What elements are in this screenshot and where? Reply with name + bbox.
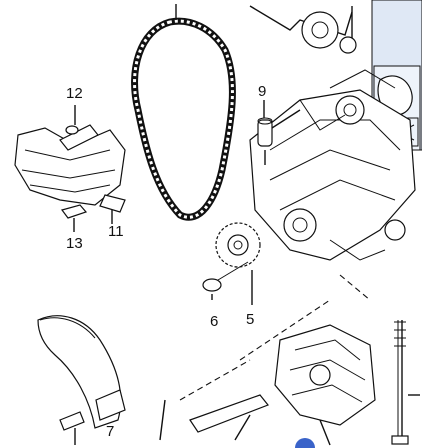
label-11: 11 bbox=[108, 223, 124, 240]
label-12: 12 bbox=[66, 85, 83, 102]
label-6: 6 bbox=[210, 313, 218, 330]
label-9: 9 bbox=[258, 83, 266, 100]
label-13: 13 bbox=[66, 235, 83, 252]
assembly-lines bbox=[179, 274, 371, 401]
cam-sprocket-assembly bbox=[249, 5, 357, 54]
oil-pump-assembly bbox=[159, 324, 376, 448]
label-7: 7 bbox=[106, 423, 114, 440]
label-5: 5 bbox=[246, 311, 254, 328]
tensioner-sprocket bbox=[202, 222, 261, 305]
tensioner-housing bbox=[249, 69, 416, 261]
long-bolt bbox=[391, 320, 420, 445]
timing-chain bbox=[131, 4, 236, 221]
chain-guide-bracket bbox=[14, 105, 126, 232]
chain-cover bbox=[37, 315, 126, 445]
part-9-bushing bbox=[257, 100, 301, 165]
